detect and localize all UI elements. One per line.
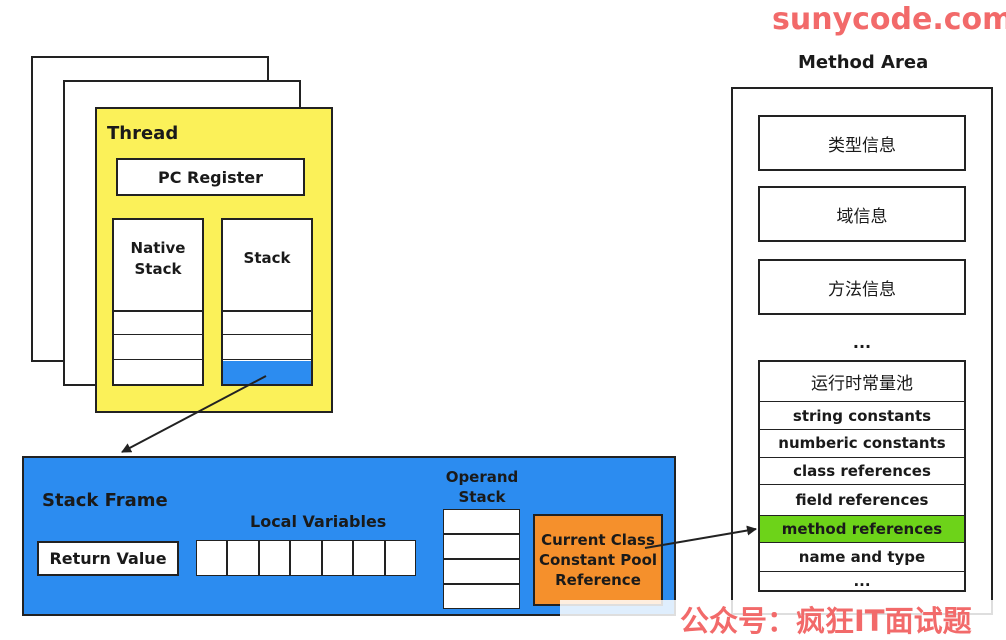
thread-title: Thread [107,123,179,144]
java-stack-label: Stack [243,249,291,267]
native-stack [112,218,204,386]
operand-stack-slot [443,584,520,609]
native-stack-cell [112,335,204,360]
pc-register: PC Register [116,158,305,196]
local-variable-slot [321,540,354,576]
java-stack-cell [221,335,313,360]
local-variable-slot [196,540,228,576]
type-info: 类型信息 [758,115,966,171]
field-info: 域信息 [758,186,966,242]
pool-item-numberic-constants: numberic constants [760,430,964,458]
local-variable-slot [258,540,291,576]
java-stack-active-frame [223,361,311,384]
arrow-constant-pool-ref-to-method-references [644,525,757,549]
return-value: Return Value [37,541,179,576]
pool-item-string-constants: string constants [760,402,964,431]
watermark-top: sunycode.com [772,2,1006,37]
java-stack-cell [221,310,313,335]
runtime-constant-pool: 运行时常量池 string constants numberic constan… [758,360,966,592]
native-stack-label: Native Stack [130,239,186,278]
operand-stack [443,509,520,609]
watermark-bottom-backdrop [560,600,1006,636]
method-area-ellipsis: ... [852,332,872,352]
operand-stack-slot [443,509,520,534]
pool-item-field-references: field references [760,485,964,516]
runtime-constant-pool-title: 运行时常量池 [760,362,964,403]
pool-item-class-references: class references [760,458,964,486]
arrow-stack-to-stack-frame [121,375,267,453]
java-stack [221,218,313,386]
method-info: 方法信息 [758,259,966,315]
pool-item-method-references: method references [760,515,964,544]
local-variables-label: Local Variables [250,512,387,531]
native-stack-cell [112,310,204,335]
watermark-bottom: 公众号：疯狂IT面试题 [680,604,972,638]
pool-item-ellipsis: ... [853,572,871,591]
operand-stack-label: Operand Stack [445,468,519,506]
local-variable-slot [384,540,416,576]
local-variable-slot [227,540,259,576]
pool-item-name-and-type: name and type [760,543,964,573]
operand-stack-slot [443,534,520,559]
operand-stack-slot [443,559,520,584]
local-variables-array [196,540,416,576]
stack-frame-title: Stack Frame [42,490,168,511]
local-variable-slot [290,540,322,576]
local-variable-slot [353,540,385,576]
method-area-title: Method Area [798,52,929,73]
